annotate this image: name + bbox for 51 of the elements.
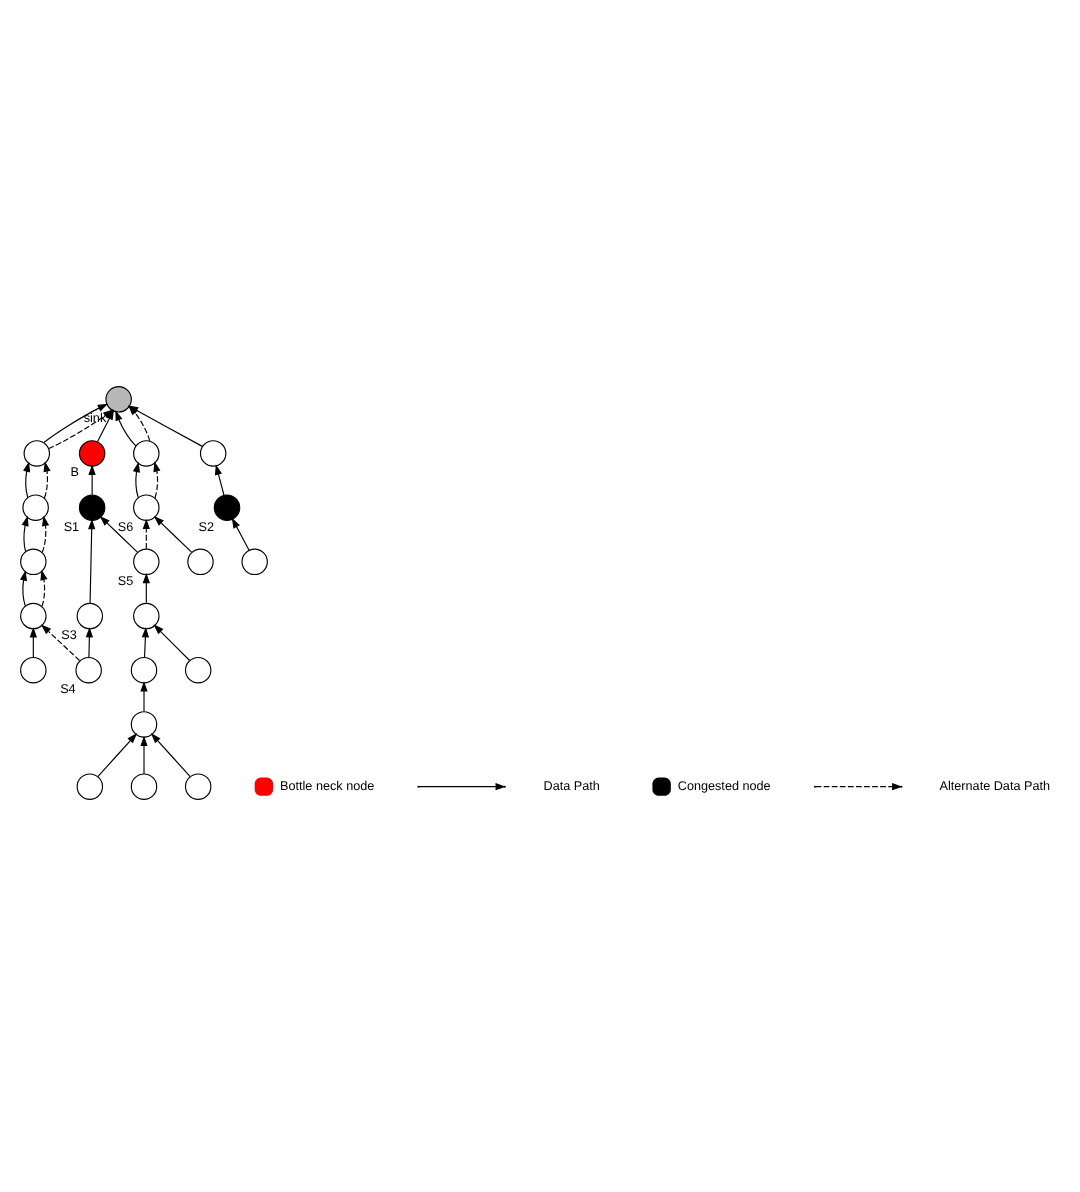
arrow (142, 517, 150, 549)
node-circle (130, 655, 158, 683)
node-circle (184, 772, 212, 799)
arrow (150, 732, 191, 777)
arrow (231, 516, 250, 550)
arrow (142, 571, 150, 603)
node-circle (133, 493, 160, 520)
arrow (140, 734, 148, 774)
node-circle (78, 439, 106, 466)
arrow (141, 626, 150, 657)
node-circle (184, 655, 212, 683)
node-circle (23, 439, 51, 466)
node-circle (20, 547, 47, 575)
node-circle (20, 601, 47, 629)
node-circle (133, 439, 160, 466)
arrow (43, 460, 51, 498)
arrow (41, 514, 50, 553)
arrow (99, 515, 138, 552)
arrow (41, 623, 81, 661)
node-circle (133, 601, 160, 629)
arrow (153, 460, 161, 498)
arrow (88, 463, 96, 495)
arrow (132, 460, 140, 498)
arrow (23, 460, 31, 498)
node-circle (105, 385, 132, 412)
arrow (153, 623, 191, 661)
node-circle (22, 493, 49, 520)
arrow (214, 463, 225, 495)
node-circle (20, 655, 47, 683)
node-circle (199, 439, 227, 466)
node-circle (241, 547, 268, 575)
arrow (97, 732, 138, 777)
node-circle (76, 772, 104, 799)
arrow (96, 408, 115, 442)
node-circle (130, 772, 158, 799)
node-circle (130, 710, 158, 737)
node-circle (78, 493, 106, 520)
node-circle (133, 547, 160, 575)
arrow (140, 680, 148, 711)
arrow (29, 626, 37, 657)
arrow (85, 626, 93, 657)
arrow (21, 514, 29, 552)
node-circle (76, 601, 104, 629)
node-circle (75, 655, 102, 683)
node-circle (213, 493, 241, 520)
arrow (40, 568, 48, 606)
arrow (19, 569, 27, 606)
arrow (115, 409, 137, 446)
node-circle (187, 547, 214, 575)
arrow (153, 515, 193, 552)
arrow (88, 517, 96, 603)
